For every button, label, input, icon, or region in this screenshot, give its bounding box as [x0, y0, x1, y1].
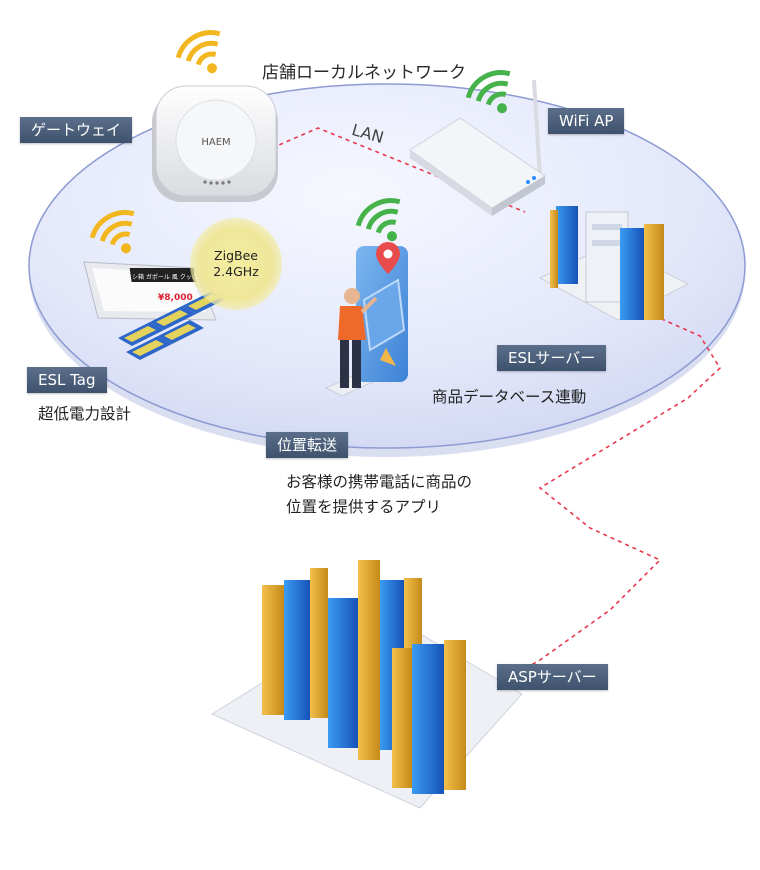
wifi-signal-icon: [465, 70, 511, 114]
gateway-label: ゲートウェイ: [20, 117, 133, 143]
wifi-signal-icon: [355, 198, 401, 242]
esl-tag-label: ESL Tag: [27, 367, 107, 393]
person-icon: [338, 288, 378, 388]
asp-server-label: ASPサーバー: [497, 664, 608, 690]
gateway-brand: HAEM: [201, 137, 230, 148]
zigbee-line1: ZigBee: [214, 248, 258, 263]
lan-dashed-line: [271, 127, 722, 701]
location-label: 位置転送: [266, 432, 349, 458]
server-rack-icon: [210, 560, 523, 809]
location-note-line1: お客様の携帯電話に商品の: [286, 473, 473, 491]
location-pin-icon: [376, 242, 400, 274]
server-rack-icon: [538, 206, 690, 321]
esl-tag-display-icon: シ箱 ガポール 風 クックペーシャ 全長 18g ¥8,000: [83, 261, 249, 360]
wifi-signal-icon: [175, 30, 221, 74]
esl-server-note: 商品データベース連動: [432, 388, 587, 406]
gateway-device-icon: HAEM: [152, 85, 278, 202]
esl-server-label: ESLサーバー: [497, 345, 607, 371]
wifi-router-icon: [409, 79, 546, 216]
location-note-line2: 位置を提供するアプリ: [286, 498, 442, 516]
esl-tag-note: 超低電力設計: [38, 405, 132, 423]
zigbee-glow: ZigBee 2.4GHz: [190, 218, 282, 310]
zigbee-line2: 2.4GHz: [213, 264, 259, 279]
esl-screen-text: シ箱 ガポール 風 クックペーシャ 全長 18g: [132, 273, 249, 281]
esl-screen-price: ¥8,000: [158, 293, 193, 303]
network-title: 店舗ローカルネットワーク: [262, 63, 466, 83]
wifi-signal-icon: [89, 210, 135, 254]
wifi-ap-label: WiFi AP: [548, 108, 625, 134]
